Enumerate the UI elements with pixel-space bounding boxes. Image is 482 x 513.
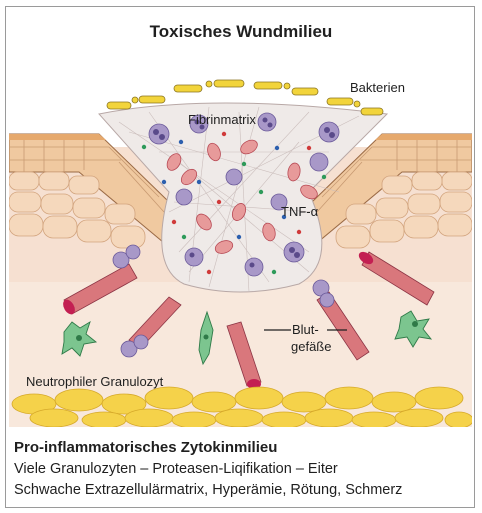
caption-heading: Pro-inflammatorisches Zytokinmilieu [14,439,278,456]
vessels-label-line2: gefäße [291,339,332,354]
cell-layer-right [335,171,472,249]
neutrophil-label: Neutrophiler Granulozyt [26,374,164,389]
blood-vessel [63,263,138,315]
wound-illustration [9,79,472,427]
tnf-label: TNF-α [281,204,319,219]
vessels-label-line1: Blut- [292,322,319,337]
blood-vessel [226,321,262,389]
fibrin-label: Fibrinmatrix [188,112,256,127]
caption-line-2: Schwache Extrazellulärmatrix, Hyperämie,… [14,482,403,498]
blood-vessels [63,251,435,389]
fat-layer [11,386,472,427]
figure-title: Toxisches Wundmilieu [149,22,333,41]
fibrin-matrix [98,102,389,293]
bacteria-colony [106,79,384,116]
bacteria-label: Bakterien [350,80,405,95]
cell-layer-left [9,171,146,249]
blood-vessel [358,251,435,306]
caption-line-1: Viele Granulozyten – Proteasen-Liqifikat… [14,461,338,477]
neutrophils-migrating [112,244,335,358]
